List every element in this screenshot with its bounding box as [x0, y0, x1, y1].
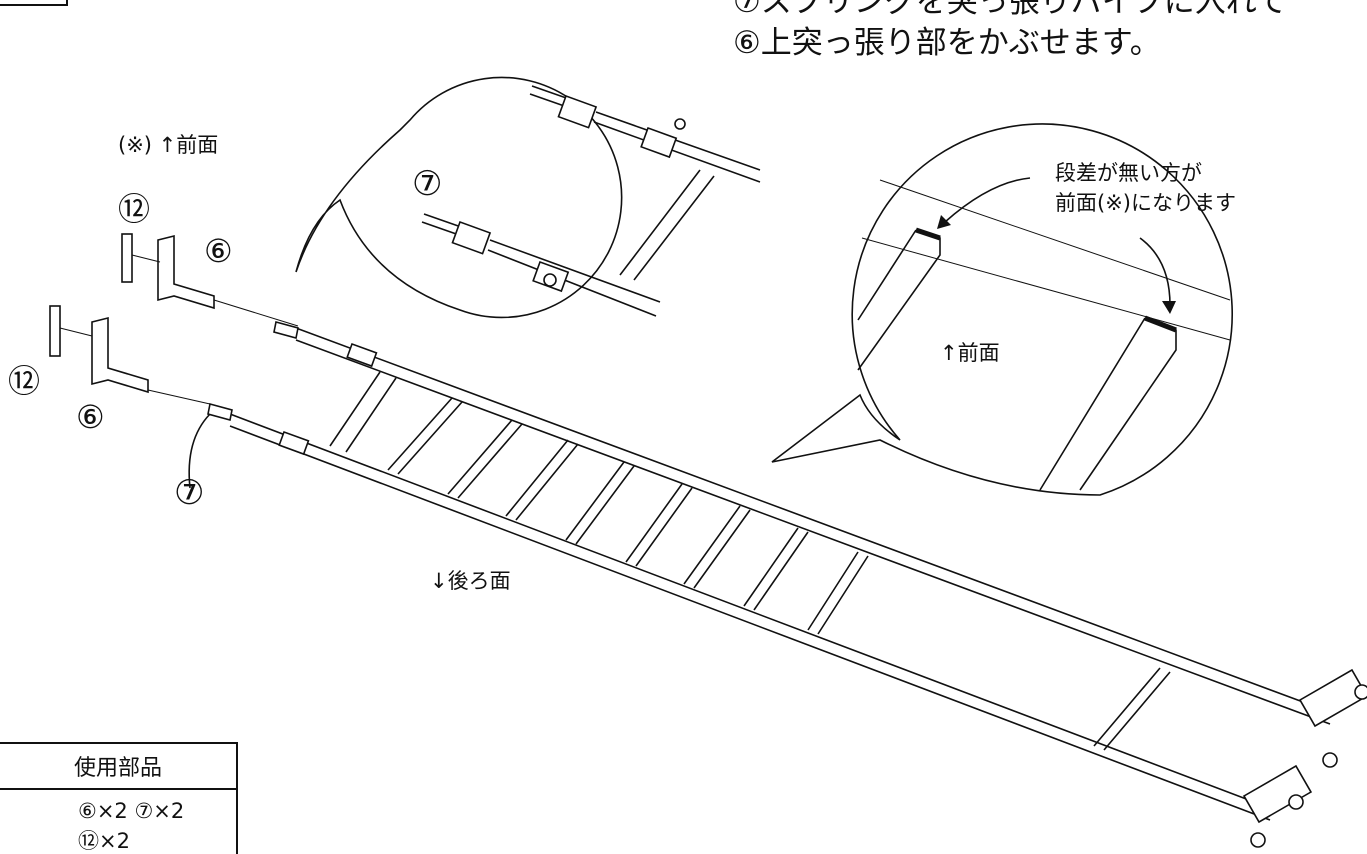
spring-upper: [273, 321, 299, 339]
upper-parts: [121, 233, 299, 327]
corner-frame: [0, 0, 68, 6]
spring-lower: [207, 403, 233, 421]
ladder-frame: [188, 321, 1367, 848]
part-12-label-lower: ⑫: [8, 362, 40, 400]
zoom-front-note-line-1: 段差が無い方が: [1055, 161, 1202, 185]
instruction-line-2: ⑥上突っ張り部をかぶせます。: [733, 25, 1161, 61]
zoom-spring-upper: [529, 85, 761, 183]
parts-table-title: 使用部品: [0, 744, 236, 790]
part-12-label-upper: ⑫: [118, 190, 150, 228]
zoom-bubble-left: ⑦: [295, 76, 761, 319]
zoom-bubble-right: 段差が無い方が 前面(※)になります ↑前面: [771, 123, 1236, 496]
zoom-front-note-line-2: 前面(※)になります: [1055, 191, 1236, 215]
parts-table: 使用部品 ⑥×2 ⑦×2 ⑫×2: [0, 742, 238, 854]
parts-row-1: ⑥×2 ⑦×2: [78, 799, 185, 823]
zoom-spring-lower: [421, 169, 715, 317]
zoom-front-label: ↑前面: [940, 341, 1000, 365]
instruction-line-1: ⑦スプリングを突っ張りパイプに入れて: [733, 0, 1287, 20]
front-note: (※) ↑前面: [118, 133, 218, 157]
back-label: ↓後ろ面: [430, 569, 511, 593]
part-6-label-upper: ⑥: [204, 232, 233, 270]
part-6-label-lower: ⑥: [76, 398, 105, 436]
parts-row-2: ⑫×2: [78, 829, 130, 853]
lower-parts: [49, 305, 211, 405]
zoom-part-7-label: ⑦: [412, 164, 442, 204]
